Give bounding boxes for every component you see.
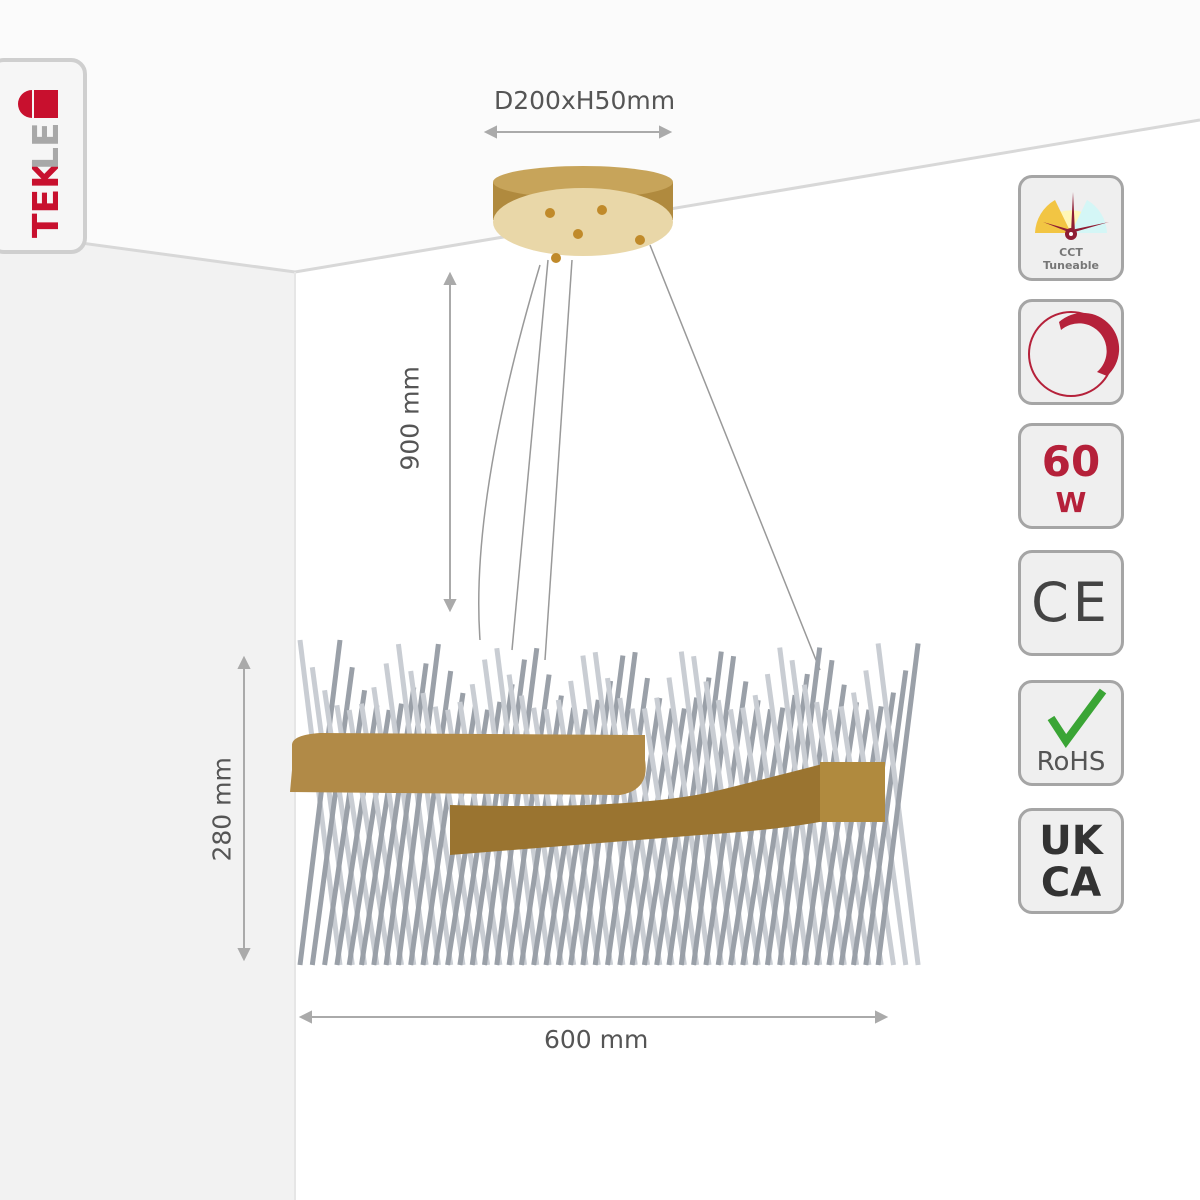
- wattage-unit: W: [1055, 486, 1087, 519]
- ceiling: [0, 0, 1200, 272]
- dimmable-icon: [1028, 311, 1120, 397]
- crystal-prism: [814, 701, 860, 966]
- height-dimension-label: 280 mm: [207, 757, 237, 862]
- cct-gauge-icon: [1035, 192, 1109, 240]
- crystal-prism: [297, 639, 343, 966]
- tuneable-label: Tuneable: [1043, 259, 1099, 272]
- ceiling-canopy: [493, 166, 673, 263]
- crystal-prism: [875, 643, 921, 966]
- wattage-badge: 60 W: [1018, 423, 1124, 529]
- crystal-prism: [801, 684, 847, 966]
- width-dimension-label: 600 mm: [544, 1025, 649, 1054]
- crystal-prism: [309, 666, 355, 966]
- ukca-badge: UK CA: [1018, 808, 1124, 914]
- left-wall: [0, 232, 295, 1200]
- rohs-label: RoHS: [1036, 747, 1106, 777]
- ukca-ca: CA: [1040, 860, 1102, 906]
- ce-badge: CE: [1018, 550, 1124, 656]
- gold-band: [290, 733, 885, 855]
- drop-dimension-label: 900 mm: [395, 366, 425, 471]
- wattage-value: 60: [1041, 437, 1101, 486]
- crystal-prism: [408, 670, 454, 966]
- rohs-check-icon: [1047, 688, 1107, 749]
- canopy-dimension-label: D200xH50mm: [494, 86, 676, 115]
- crystal-prism: [863, 670, 909, 966]
- crystal-prism: [395, 643, 441, 966]
- crystal-prism: [851, 692, 896, 966]
- tekled-logo: TEK LE: [0, 58, 87, 254]
- ukca-uk: UK: [1039, 818, 1103, 864]
- suspension-wires: [478, 244, 821, 671]
- dimmable-badge: [1018, 299, 1124, 405]
- rohs-badge: RoHS: [1018, 680, 1124, 786]
- crystal-prism: [715, 699, 761, 966]
- cct-label: CCT: [1059, 246, 1083, 259]
- dimension-arrows: [237, 125, 889, 1024]
- crystal-prism: [383, 663, 429, 966]
- ce-mark-icon: CE: [1031, 571, 1111, 634]
- crystal-prism: [752, 694, 798, 966]
- svg-text:LE: LE: [26, 122, 67, 170]
- svg-text:TEK: TEK: [26, 160, 67, 238]
